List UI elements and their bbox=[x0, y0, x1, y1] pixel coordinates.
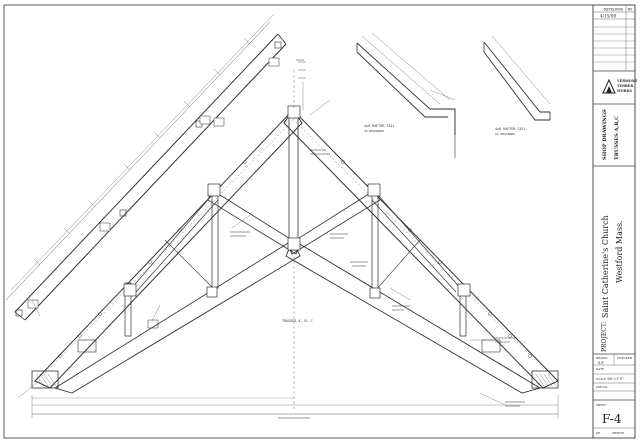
rafter-tail-detail-2 bbox=[483, 35, 551, 121]
rafter-tail-1-qty: 44 REQUIRED bbox=[364, 129, 384, 133]
project-block bbox=[592, 165, 636, 355]
by-header: BY bbox=[628, 8, 633, 12]
sheet-border bbox=[3, 4, 636, 439]
company-name-line2: TIMBER bbox=[617, 84, 633, 88]
sheet-label: SHEET bbox=[596, 403, 606, 407]
project-label: PROJECT: bbox=[601, 321, 608, 352]
scale-label: SCALE bbox=[596, 377, 606, 381]
date-label: DATE bbox=[596, 367, 604, 371]
company-name-line3: WORKS bbox=[616, 89, 633, 93]
company-logo-icon bbox=[602, 78, 616, 94]
sheet-number: F-4 bbox=[602, 412, 622, 426]
king-post bbox=[288, 109, 299, 251]
rafter-elevation-detail bbox=[5, 13, 306, 329]
sheet-number-block bbox=[592, 399, 636, 439]
project-name: Saint Catherine's Church bbox=[601, 215, 610, 318]
sheet-type-line1: SHOP DRAWINGS bbox=[602, 109, 608, 160]
right-heel bbox=[531, 370, 559, 389]
of-label: OF bbox=[596, 431, 600, 435]
company-name-line1: VERMONT bbox=[616, 79, 638, 83]
rafter-tail-2-qty: 12 REQUIRED bbox=[495, 132, 515, 136]
truss-label: TRUSSES A, B, C bbox=[282, 319, 313, 323]
left-strut-upper bbox=[211, 184, 219, 289]
left-heel bbox=[31, 370, 59, 389]
checked-label: CHECKED bbox=[617, 356, 633, 360]
right-scissor-member bbox=[285, 239, 542, 394]
scale-value: 3/8"=1'-0" bbox=[607, 377, 624, 381]
sheet-type-line2: TRUSSES A,B,C bbox=[614, 116, 620, 160]
drawn-label: DRAWN bbox=[596, 356, 608, 360]
truss-elevation bbox=[17, 59, 559, 419]
rafter-tail-1-title: 4x8 RAFTER TAIL bbox=[364, 124, 395, 128]
revisions-header: REVISIONS bbox=[604, 8, 623, 12]
right-cross-brace bbox=[287, 189, 381, 255]
title-block: REVISIONS BY 4/15/00 VERMONT TIMBER WORK… bbox=[592, 4, 638, 439]
left-scissor-member bbox=[53, 239, 301, 394]
right-top-chord bbox=[283, 109, 559, 389]
drawn-value: S.F. bbox=[598, 361, 604, 365]
left-cross-brace bbox=[207, 189, 301, 255]
rafter-tail-detail-1 bbox=[356, 32, 456, 158]
project-location: Westford Mass. bbox=[615, 220, 624, 283]
sheets-label: SHEETS bbox=[612, 431, 624, 435]
revision-date: 4/15/00 bbox=[600, 14, 616, 19]
rafter-tail-2-title: 4x8 RAFTER TAIL bbox=[495, 127, 526, 131]
left-strut-lower bbox=[124, 282, 132, 337]
job-label: JOB NO. bbox=[595, 385, 608, 389]
